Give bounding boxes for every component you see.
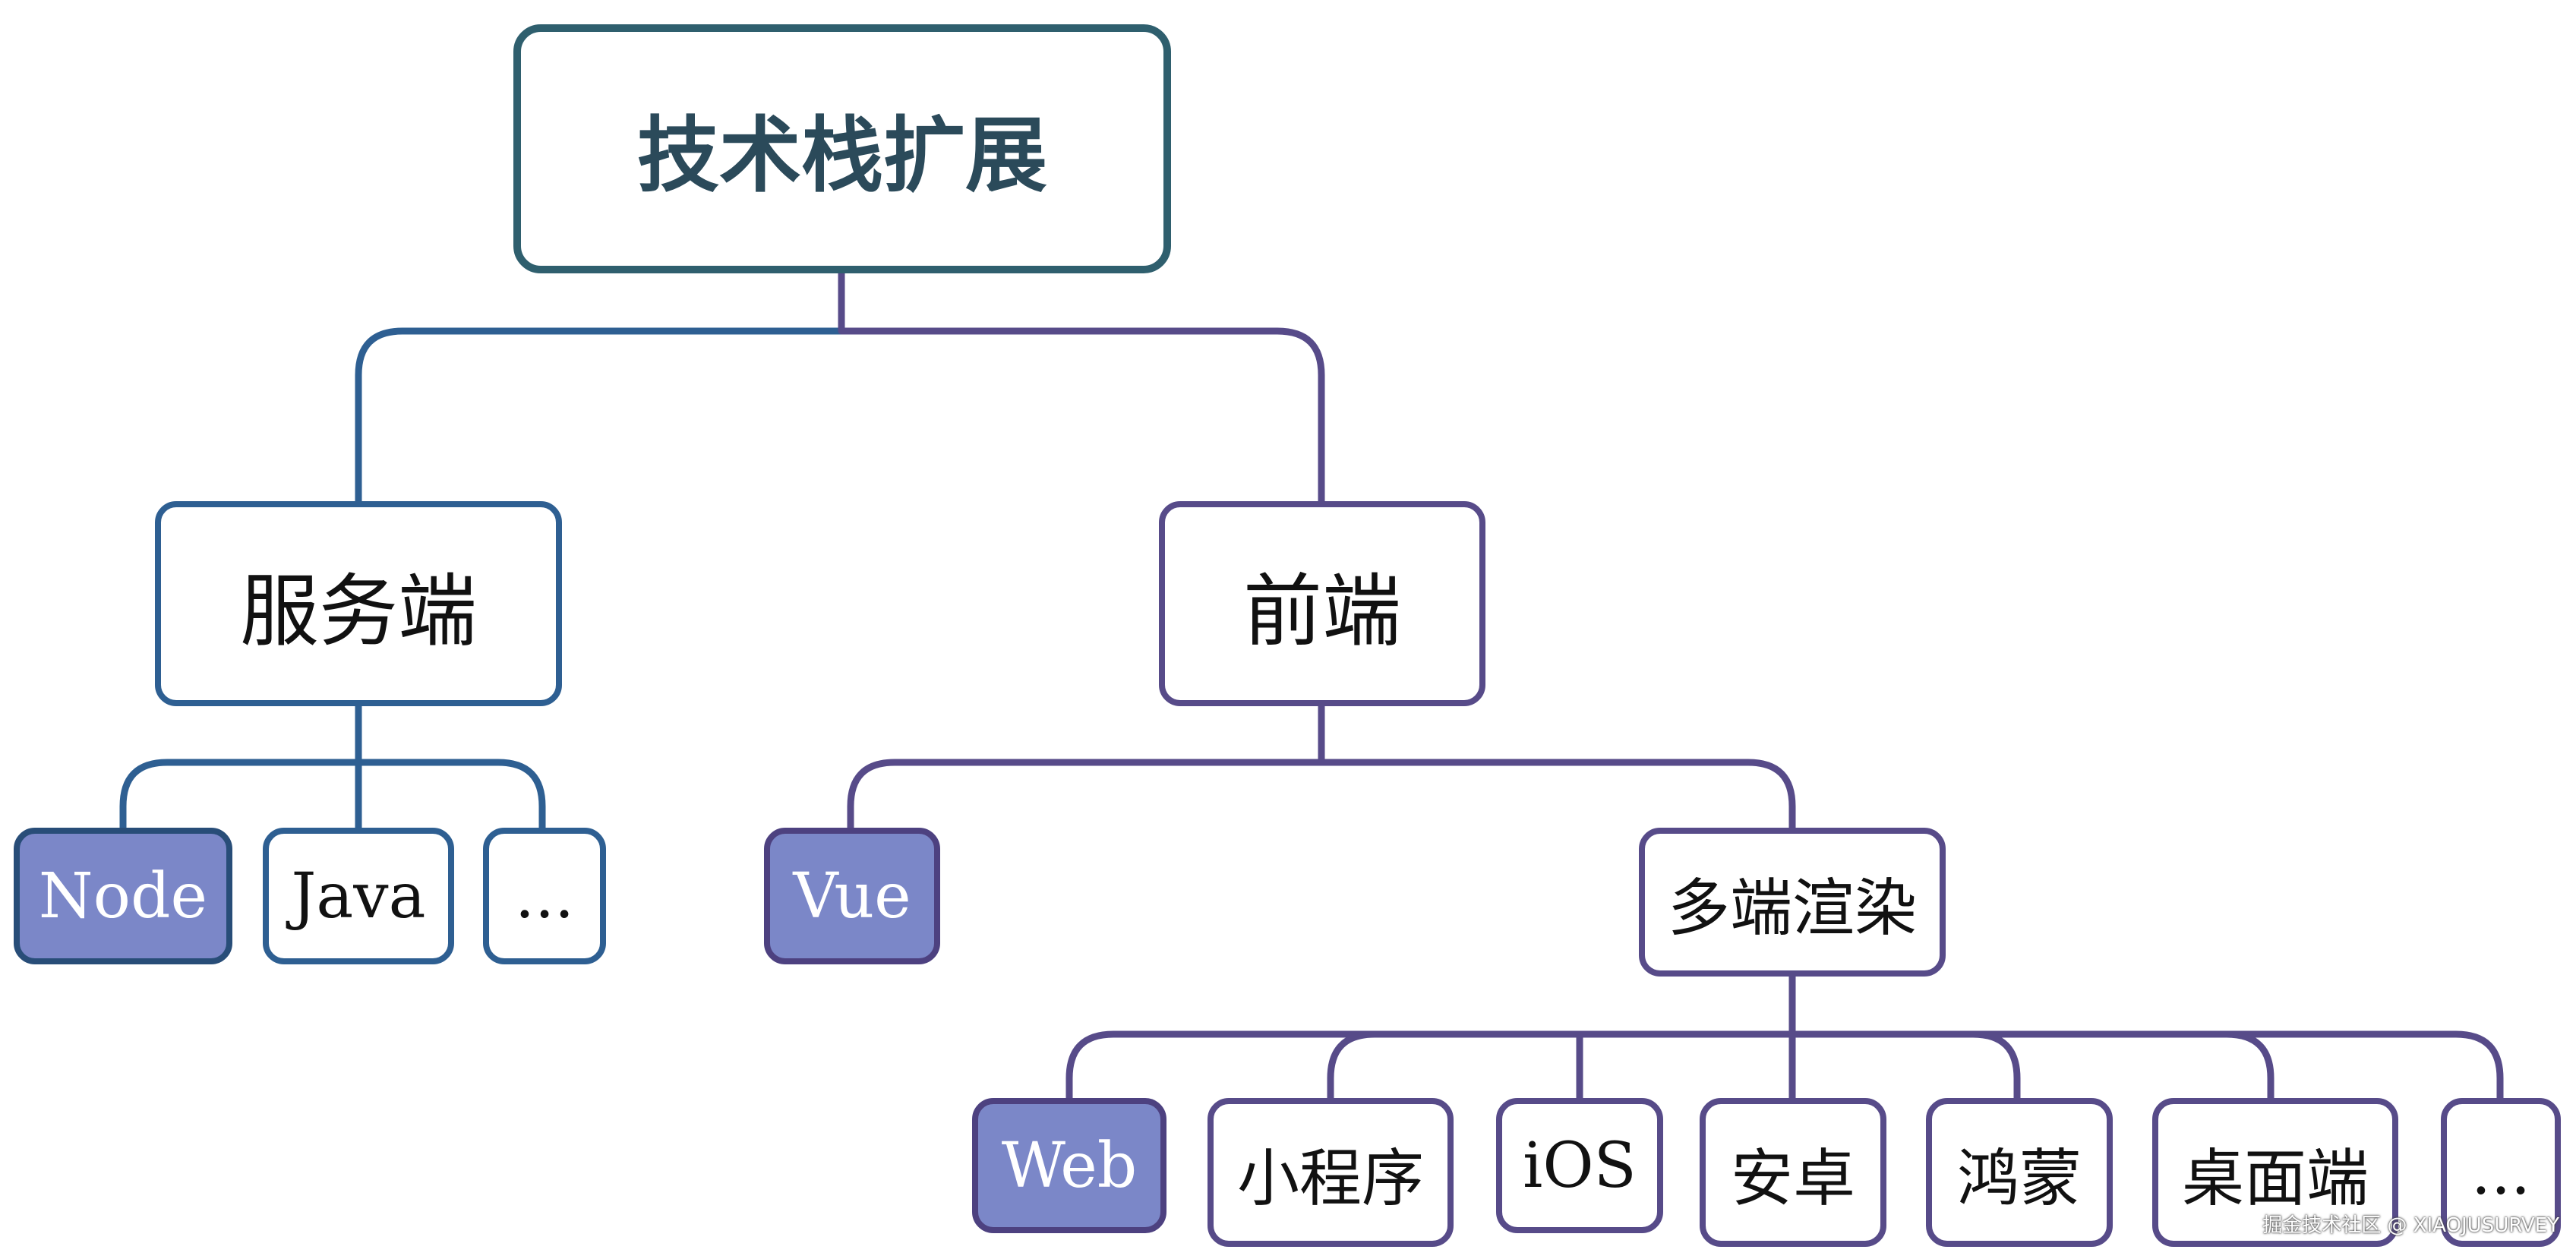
node-ios: iOS [1496, 1098, 1663, 1233]
node-java-label: Java [291, 860, 426, 932]
node-multirender-more-label: ... [2470, 1136, 2531, 1209]
connector-frontend-children [847, 702, 1796, 831]
node-multi-render-label: 多端渲染 [1667, 872, 1917, 945]
node-miniprogram-label: 小程序 [1236, 1142, 1424, 1215]
node-frontend-label: 前端 [1242, 564, 1401, 658]
node-miniprogram: 小程序 [1208, 1098, 1454, 1247]
node-harmonyos-label: 鸿蒙 [1956, 1142, 2082, 1215]
node-node-label: Node [38, 860, 208, 932]
connector-root-server [355, 270, 845, 505]
node-web-label: Web [1001, 1129, 1138, 1202]
watermark: 掘金技术社区 @ XIAOJUSURVEY [2262, 1214, 2559, 1237]
root-node: 技术栈扩展 [513, 24, 1171, 273]
node-desktop-label: 桌面端 [2181, 1142, 2369, 1215]
node-harmonyos: 鸿蒙 [1926, 1098, 2113, 1247]
node-multi-render: 多端渲染 [1639, 828, 1946, 977]
node-server-label: 服务端 [239, 564, 477, 658]
node-server-more: ... [483, 828, 606, 964]
node-java: Java [263, 828, 454, 964]
node-node: Node [14, 828, 232, 964]
node-frontend: 前端 [1159, 501, 1485, 706]
node-multirender-more: ... [2441, 1098, 2561, 1247]
node-desktop: 桌面端 [2152, 1098, 2398, 1247]
connector-multirender-children [1065, 973, 2504, 1102]
node-web: Web [972, 1098, 1166, 1233]
node-android-label: 安卓 [1730, 1142, 1855, 1215]
connector-root-frontend [838, 270, 1325, 505]
node-ios-label: iOS [1523, 1129, 1637, 1202]
node-server-more-label: ... [514, 860, 575, 932]
node-android: 安卓 [1700, 1098, 1886, 1247]
node-server: 服务端 [155, 501, 562, 706]
connector-server-children [119, 702, 546, 831]
root-node-label: 技术栈扩展 [636, 109, 1047, 204]
node-vue-label: Vue [793, 860, 911, 932]
node-vue: Vue [764, 828, 940, 964]
